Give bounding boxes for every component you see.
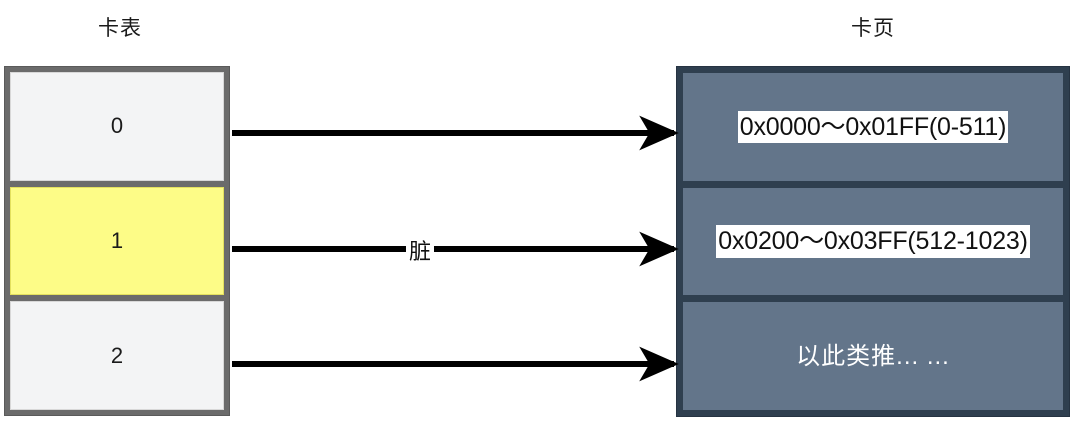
card-table: 0 1 2 <box>4 66 230 416</box>
card-page-cell-1[interactable]: 0x0200～0x03FF(512-1023) <box>683 187 1063 296</box>
card-page-cell-0-range: 0x0000～0x01FF(0-511) <box>737 110 1009 144</box>
card-table-cell-2-value: 2 <box>110 342 124 368</box>
card-page-cell-0[interactable]: 0x0000～0x01FF(0-511) <box>683 73 1063 181</box>
card-table-cell-1-value: 1 <box>110 228 124 253</box>
card-pages-title: 卡页 <box>851 17 895 40</box>
arrow-label-dirty: 脏 <box>405 234 435 266</box>
card-table-cell-2[interactable]: 2 <box>10 301 224 411</box>
card-page-cell-2[interactable]: 以此类推... ... <box>683 302 1063 411</box>
card-table-cell-1[interactable]: 1 <box>10 186 224 296</box>
card-table-title: 卡表 <box>98 17 142 40</box>
card-table-cell-0-value: 0 <box>110 113 124 139</box>
card-table-cell-0[interactable]: 0 <box>10 72 224 181</box>
card-page-cell-1-range: 0x0200～0x03FF(512-1023) <box>716 225 1030 258</box>
card-page-cell-2-range: 以此类推... ... <box>796 342 950 370</box>
card-pages-panel: 0x0000～0x01FF(0-511) 0x0200～0x03FF(512-1… <box>676 66 1070 417</box>
